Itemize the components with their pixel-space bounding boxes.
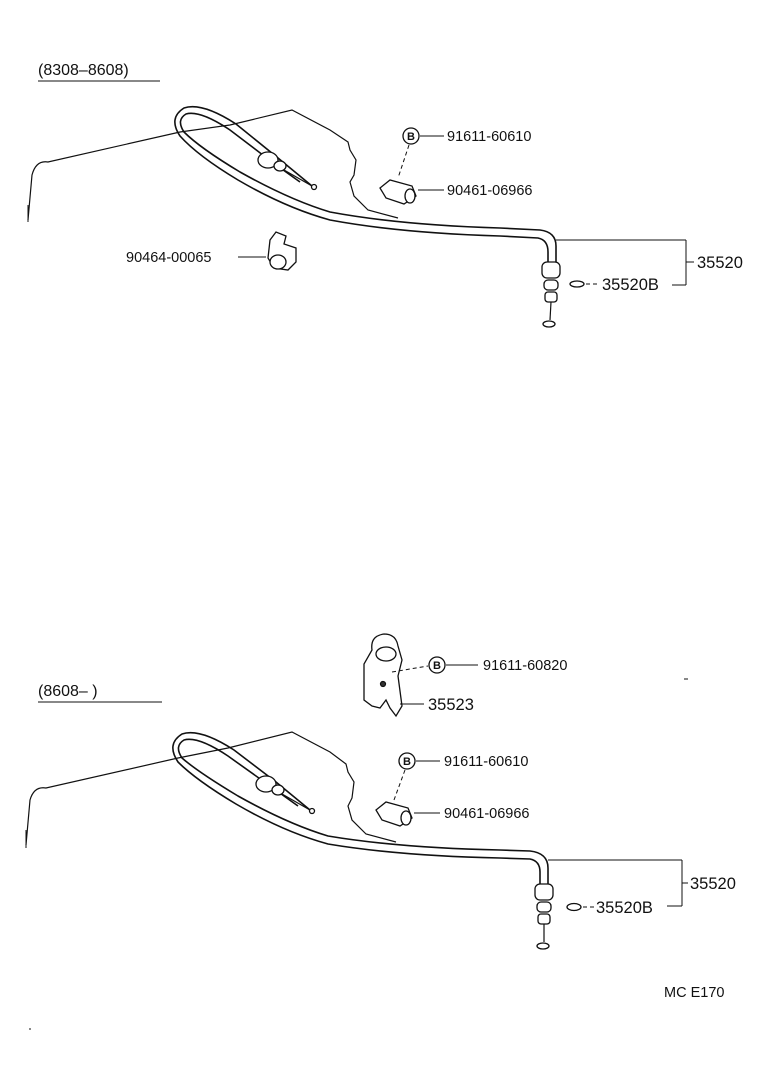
section-2-bolt-circle (398, 752, 416, 770)
section-1-cable-sub-part-number: 35520B (602, 276, 659, 294)
section-1-clamp-part-number: 90461-06966 (447, 183, 532, 199)
section-2-cable-washer (566, 902, 582, 912)
section-1-cable-outer (179, 112, 557, 262)
section-1-cable-lower-fitting (541, 261, 561, 328)
section-2-cable-part-number: 35520 (690, 875, 736, 893)
section-2-bracket-bolt-part-number: 91611-60820 (483, 658, 567, 674)
section-2-bracket: 35523 (363, 633, 474, 718)
section-2-bracket-bolt-circle (428, 656, 446, 674)
section-1-cable-end-fitting (257, 151, 318, 191)
section-2: 35523 B 91611-60820 (8608– ) (25, 633, 736, 950)
section-2-cable-callout: 35520 35520B (548, 859, 736, 917)
section-2-bolt-callout: B 91611-60610 (393, 752, 528, 801)
section-2-bolt-circle-letter: B (403, 756, 411, 768)
section-2-clamp: 90461-06966 (375, 801, 529, 827)
section-1-clip: 90464-00065 (126, 231, 297, 271)
section-2-range-label: (8608– ) (38, 683, 98, 700)
section-2-bolt-part-number: 91611-60610 (444, 754, 528, 770)
section-2-cable-outer (177, 738, 549, 884)
section-2-bracket-bolt-callout: B 91611-60820 (391, 656, 567, 674)
section-2-housing-outline (25, 731, 397, 846)
section-1-cable-inner (174, 105, 549, 262)
section-1-cable-part-number: 35520 (697, 254, 743, 272)
section-1-bolt-circle (402, 127, 420, 145)
section-1-clip-part-number: 90464-00065 (126, 250, 211, 266)
section-1-bolt-part-number: 91611-60610 (447, 129, 531, 145)
section-1-bolt-circle-letter: B (407, 131, 415, 143)
section-2-clamp-part-number: 90461-06966 (444, 806, 529, 822)
section-2-bracket-part-number: 35523 (428, 696, 474, 714)
section-1-cable-callout: 35520 35520B (556, 239, 743, 294)
section-2-cable-sub-part-number: 35520B (596, 899, 653, 917)
section-1-housing-outline (27, 109, 399, 221)
section-1-range-label: (8308–8608) (38, 62, 129, 79)
section-1: (8308–8608) B 91611-60610 (27, 62, 743, 328)
section-2-cable-lower-fitting (534, 883, 554, 950)
section-2-bracket-bolt-circle-letter: B (433, 660, 441, 672)
section-1-bolt-callout: B 91611-60610 (397, 127, 531, 179)
section-2-cable-inner (172, 731, 541, 884)
section-1-clamp: 90461-06966 (379, 179, 532, 205)
section-2-cable-end-fitting (255, 775, 316, 815)
figure-code: MC E170 (664, 985, 724, 1001)
section-1-cable-washer (569, 280, 585, 288)
